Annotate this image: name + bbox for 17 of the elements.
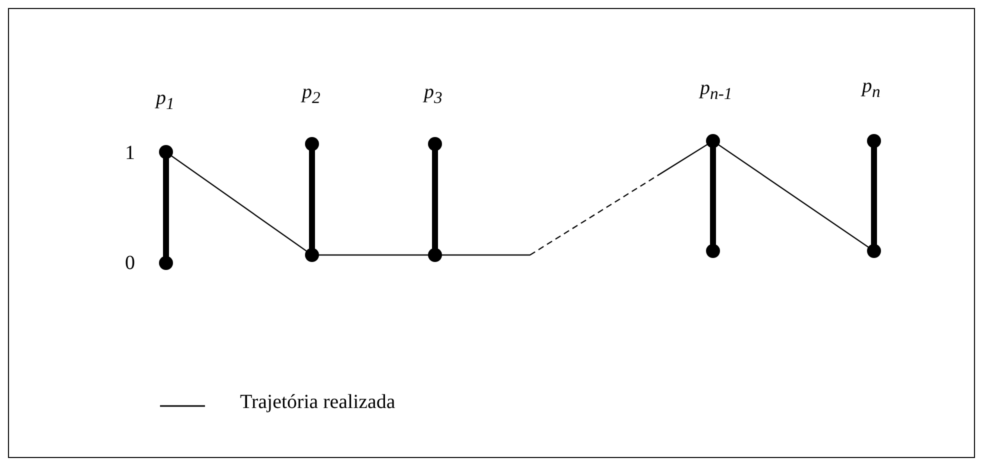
column-label: p$_{3}$ bbox=[424, 82, 442, 107]
range-bar bbox=[159, 145, 173, 270]
column-label: p$_{n-1}$ bbox=[700, 78, 732, 103]
column-label: p$_{n}$ bbox=[862, 76, 880, 101]
legend-text: Trajetória realizada bbox=[240, 392, 396, 412]
column-label: p$_{1}$ bbox=[156, 88, 174, 113]
range-bar bbox=[867, 134, 881, 258]
partly-dashed-line bbox=[441, 144, 708, 256]
range-bar bbox=[305, 137, 319, 262]
range-bar bbox=[428, 137, 442, 262]
line bbox=[170, 154, 308, 252]
column-label: p$_{2}$ bbox=[302, 82, 320, 107]
range-bar bbox=[706, 134, 720, 258]
axis-value: 1 bbox=[125, 143, 135, 163]
line bbox=[718, 144, 870, 248]
line bbox=[318, 254, 429, 256]
axis-value: 0 bbox=[125, 253, 135, 273]
